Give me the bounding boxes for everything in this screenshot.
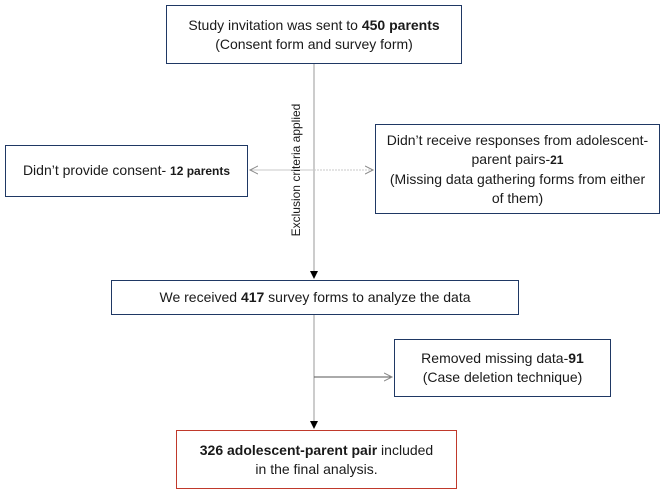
removed-count: 91 (568, 350, 584, 366)
no-response-line3: (Missing data gathering forms from eithe… (389, 170, 646, 187)
no-response-line1: Didn’t receive responses from adolescent… (386, 131, 649, 148)
invitation-box: Study invitation was sent to 450 parents… (166, 5, 462, 64)
final-line1: 326 adolescent-parent pair included (199, 441, 434, 458)
no-response-count: 21 (550, 152, 564, 167)
final-analysis-box: 326 adolescent-parent pair included in t… (176, 430, 457, 489)
no-consent-count: 12 parents (170, 164, 231, 178)
received-count: 417 (240, 289, 265, 305)
invitation-line2: (Consent form and survey form) (215, 35, 413, 52)
received-text: We received 417 survey forms to analyze … (159, 289, 471, 305)
final-count: 326 adolescent-parent pair (199, 441, 378, 458)
no-consent-text: Didn’t provide consent- 12 parents (22, 162, 231, 178)
final-line2: in the final analysis. (255, 460, 378, 477)
invitation-line1: Study invitation was sent to 450 parents (188, 16, 440, 33)
no-consent-box: Didn’t provide consent- 12 parents (5, 145, 248, 197)
no-response-box: Didn’t receive responses from adolescent… (375, 124, 660, 214)
no-response-line4: of them) (491, 189, 544, 206)
removed-line1: Removed missing data-91 (421, 350, 584, 366)
invitation-count: 450 parents (361, 16, 440, 33)
no-response-line2: parent pairs-21 (471, 150, 564, 167)
exclusion-criteria-label: Exclusion criteria applied (289, 103, 303, 237)
removed-box: Removed missing data-91 (Case deletion t… (394, 339, 611, 397)
removed-line2: (Case deletion technique) (422, 369, 583, 385)
received-box: We received 417 survey forms to analyze … (111, 280, 519, 315)
